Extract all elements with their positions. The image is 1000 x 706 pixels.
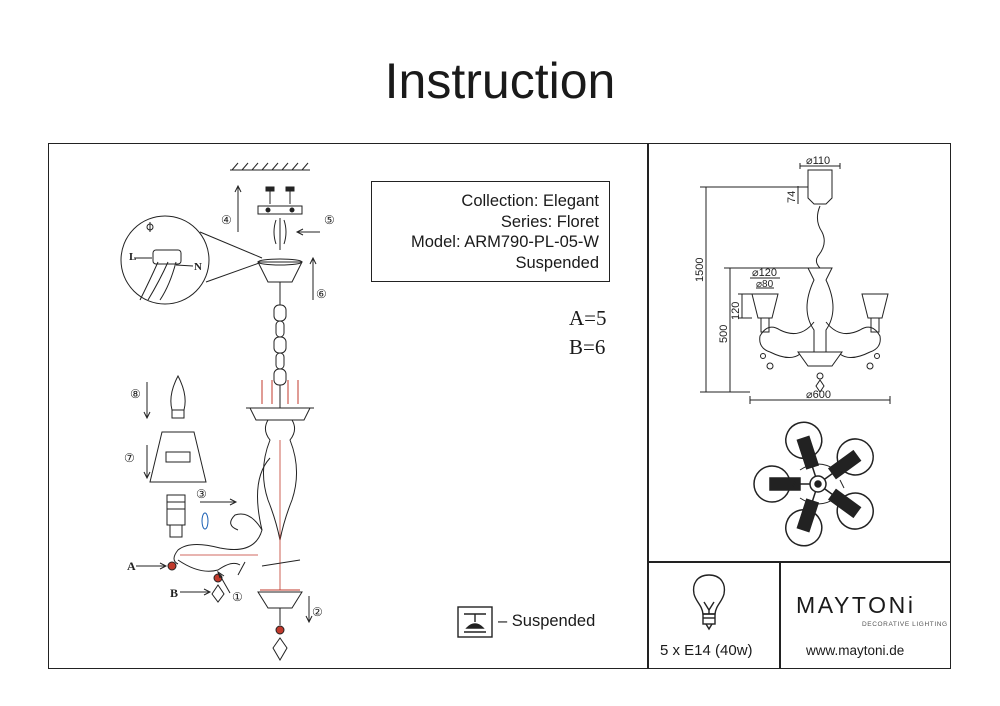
ceiling-hatch (230, 162, 310, 171)
step-8-label: ⑧ (130, 387, 141, 401)
dim-shade-right (861, 293, 889, 319)
bulb-part (170, 374, 186, 411)
dim-canopy (807, 169, 833, 205)
dim-canopy-height: 74 (786, 191, 798, 203)
divider-vertical (647, 143, 649, 669)
divider-footer (779, 561, 781, 669)
dim-shade-bottom: ⌀80 (756, 279, 774, 290)
instruction-frame (48, 143, 951, 669)
step-6-label: ⑥ (316, 287, 327, 301)
socket (166, 494, 186, 526)
step-3-label: ③ (196, 487, 207, 501)
dim-shade-height: 120 (730, 302, 742, 320)
dim-total-diameter: ⌀600 (806, 389, 831, 401)
legend-suspended-text: – Suspended (498, 612, 596, 630)
wiring-detail (120, 215, 263, 305)
part-a-label: A (127, 559, 136, 573)
divider-horizontal (647, 561, 951, 563)
chain (273, 304, 287, 386)
dim-body (806, 267, 834, 353)
step-1-label: ① (232, 590, 243, 604)
model-label: Model: ARM790-PL-05-W (411, 233, 599, 251)
part-b-label: B (170, 586, 178, 600)
step-5-label: ⑤ (324, 213, 335, 227)
dim-canopy-diameter: ⌀110 (806, 155, 830, 167)
wire-l-label: L (129, 251, 136, 263)
mount-type-label: Suspended (515, 253, 600, 272)
top-view-diagram (753, 421, 874, 547)
mounting-bracket (257, 186, 303, 215)
lamp-spec: 5 x E14 (40w) (660, 642, 753, 659)
page-title: Instruction (384, 53, 616, 109)
bottom-cup (257, 591, 303, 609)
product-info-box: Collection: Elegant Series: Floret Model… (371, 181, 610, 282)
step-4-label: ④ (221, 213, 232, 227)
canopy (257, 261, 303, 283)
count-a: A=5 (569, 306, 607, 330)
collection-label: Collection: Elegant (461, 192, 599, 210)
dim-shade-left (751, 293, 779, 319)
part-counts: A=5 B=6 (569, 304, 607, 362)
series-label: Series: Floret (500, 212, 599, 231)
count-b: B=6 (569, 335, 606, 359)
dim-chain (815, 205, 825, 269)
lamp-arm (173, 457, 271, 565)
dim-body-height: 500 (718, 325, 730, 343)
light-bulb-icon (692, 574, 726, 631)
dim-total-height: 1500 (694, 258, 706, 282)
assembly-diagram: ④ ⑤ ⑥ ⑧ ⑦ ③ ① ② A B L N (120, 162, 335, 661)
lamp-shade (149, 431, 207, 483)
suspended-mount-icon (457, 606, 493, 638)
wire-n-label: N (194, 261, 202, 273)
brand-logo: MAYTONi (796, 592, 916, 618)
step-7-label: ⑦ (124, 451, 135, 465)
dim-shade-top: ⌀120 (752, 267, 777, 279)
brand-url[interactable]: www.maytoni.de (806, 643, 905, 658)
step-2-label: ② (312, 605, 323, 619)
dimension-diagram: ⌀110 74 1500 500 120 ⌀120 ⌀80 ⌀600 (694, 155, 891, 404)
brand-tagline: DECORATIVE LIGHTING (862, 621, 948, 628)
